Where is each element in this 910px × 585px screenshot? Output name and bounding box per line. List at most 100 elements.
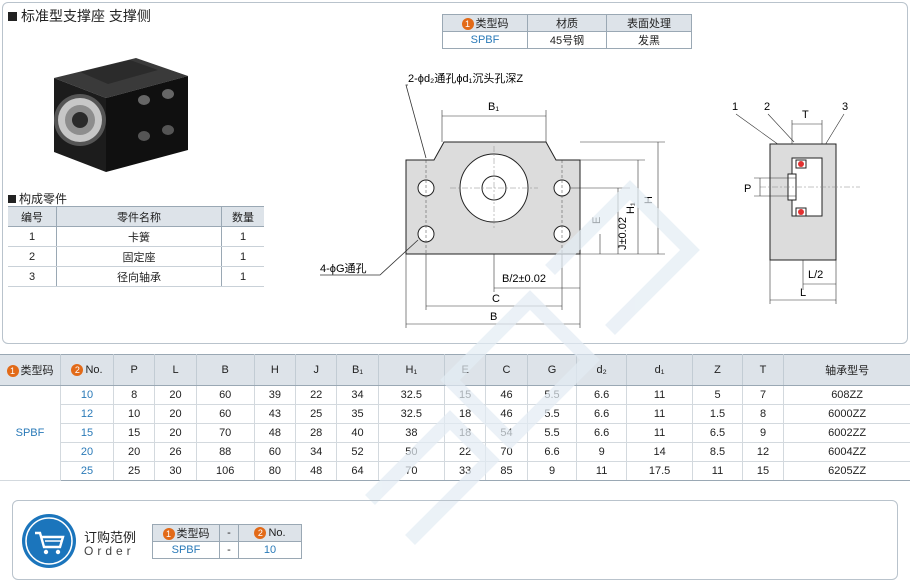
dim-p: P [744,183,751,195]
dim-l: L [800,287,806,299]
dim-b1: B₁ [488,101,499,113]
spec-cell: 15 [742,461,785,481]
spec-cell: 6.6 [576,404,627,424]
surface-cell: 发黑 [606,31,692,49]
dim-j: J±0.02 [617,217,629,250]
order-label: 订购范例 [84,530,137,545]
spec-cell: 8 [742,404,785,424]
order-panel [12,500,898,580]
spec-cell: 1.5 [692,404,743,424]
side-view-drawing: 1 2 3 T P L/2 L [732,101,860,304]
spec-cell: 52 [336,442,379,462]
badge-1-icon: 1 [162,528,175,541]
dim-c: C [492,293,500,305]
spec-cell: 20 [154,404,197,424]
no-cell: 20 [60,442,114,462]
material-cell: 45号钢 [527,31,607,49]
spec-header: G [527,354,578,386]
type-code-cell: SPBF [0,385,61,481]
no-cell: 10 [60,385,114,405]
spec-cell: 7 [742,385,785,405]
spec-cell: 17.5 [626,461,694,481]
no-cell: 15 [60,423,114,443]
spec-cell: 11 [626,385,694,405]
spec-header: L [154,354,197,386]
spec-cell: 6205ZZ [783,461,910,481]
spec-cell: 8.5 [692,442,743,462]
badge-2-icon: 2 [71,364,84,377]
spec-cell: 64 [336,461,379,481]
spec-header: T [742,354,785,386]
spec-cell: 25 [113,461,156,481]
no-cell: 25 [60,461,114,481]
page-title: 标准型支撑座 支撑侧 [8,6,151,26]
spec-cell: 11 [626,404,694,424]
cart-icon [22,514,76,568]
order-type-value: SPBF [152,541,220,559]
spec-header: C [485,354,528,386]
parts-header: 编号 [8,206,57,227]
spec-cell: 60 [196,404,255,424]
spec-cell: 46 [485,385,528,405]
spec-cell: 60 [254,442,297,462]
spec-cell: 30 [154,461,197,481]
spec-cell: 11 [576,461,627,481]
product-photo [54,58,188,172]
watermark-logo [365,180,700,545]
dim-h1: H₁ [625,202,637,214]
parts-title: 构成零件 [8,190,67,207]
spec-header: J [295,354,338,386]
type-table-header: 表面处理 [606,14,692,32]
badge-1-icon: 1 [461,18,474,31]
front-view-drawing: 2-ϕd₂通孔ϕd₁沉头孔深Z B₁ H H₁ J±0.02 E 4-ϕG通孔 … [320,72,665,328]
spec-cell: 20 [154,385,197,405]
hole-note: 2-ϕd₂通孔ϕd₁沉头孔深Z [408,72,523,85]
square-bullet-icon [8,194,16,203]
spec-cell: 10 [113,404,156,424]
spec-header: H [254,354,297,386]
spec-cell: 48 [254,423,297,443]
spec-header: Z [692,354,743,386]
spec-cell: 11 [626,423,694,443]
dim-b: B [490,311,497,323]
order-no-value: 10 [238,541,302,559]
spec-cell: 6.6 [576,385,627,405]
spec-cell: 5 [692,385,743,405]
spec-cell: 9 [742,423,785,443]
spec-cell: 34 [295,442,338,462]
spec-header: B₁ [336,354,379,386]
dim-b-half: B/2±0.02 [502,273,546,285]
square-bullet-icon [8,11,17,21]
order-label-en: Order [84,544,135,558]
spec-cell: 6000ZZ [783,404,910,424]
spec-cell: 12 [742,442,785,462]
spec-cell: 20 [154,423,197,443]
spec-cell: 28 [295,423,338,443]
spec-header: 轴承型号 [783,354,910,386]
spec-cell: 608ZZ [783,385,910,405]
spec-cell: 106 [196,461,255,481]
spec-cell: 6.6 [576,423,627,443]
dim-t: T [802,109,809,121]
spec-cell: 9 [527,461,578,481]
spec-cell: 88 [196,442,255,462]
spec-cell: 39 [254,385,297,405]
label-2: 2 [764,101,770,113]
spec-header: B [196,354,255,386]
spec-cell: 80 [254,461,297,481]
spec-cell: 26 [154,442,197,462]
g-hole-note: 4-ϕG通孔 [320,262,367,275]
spec-cell: 14 [626,442,694,462]
spec-cell: 48 [295,461,338,481]
badge-2-icon: 2 [254,527,267,540]
parts-header: 零件名称 [56,206,222,227]
spec-cell: 11 [692,461,743,481]
badge-1-icon: 1 [6,365,19,378]
spec-cell: 15 [113,423,156,443]
